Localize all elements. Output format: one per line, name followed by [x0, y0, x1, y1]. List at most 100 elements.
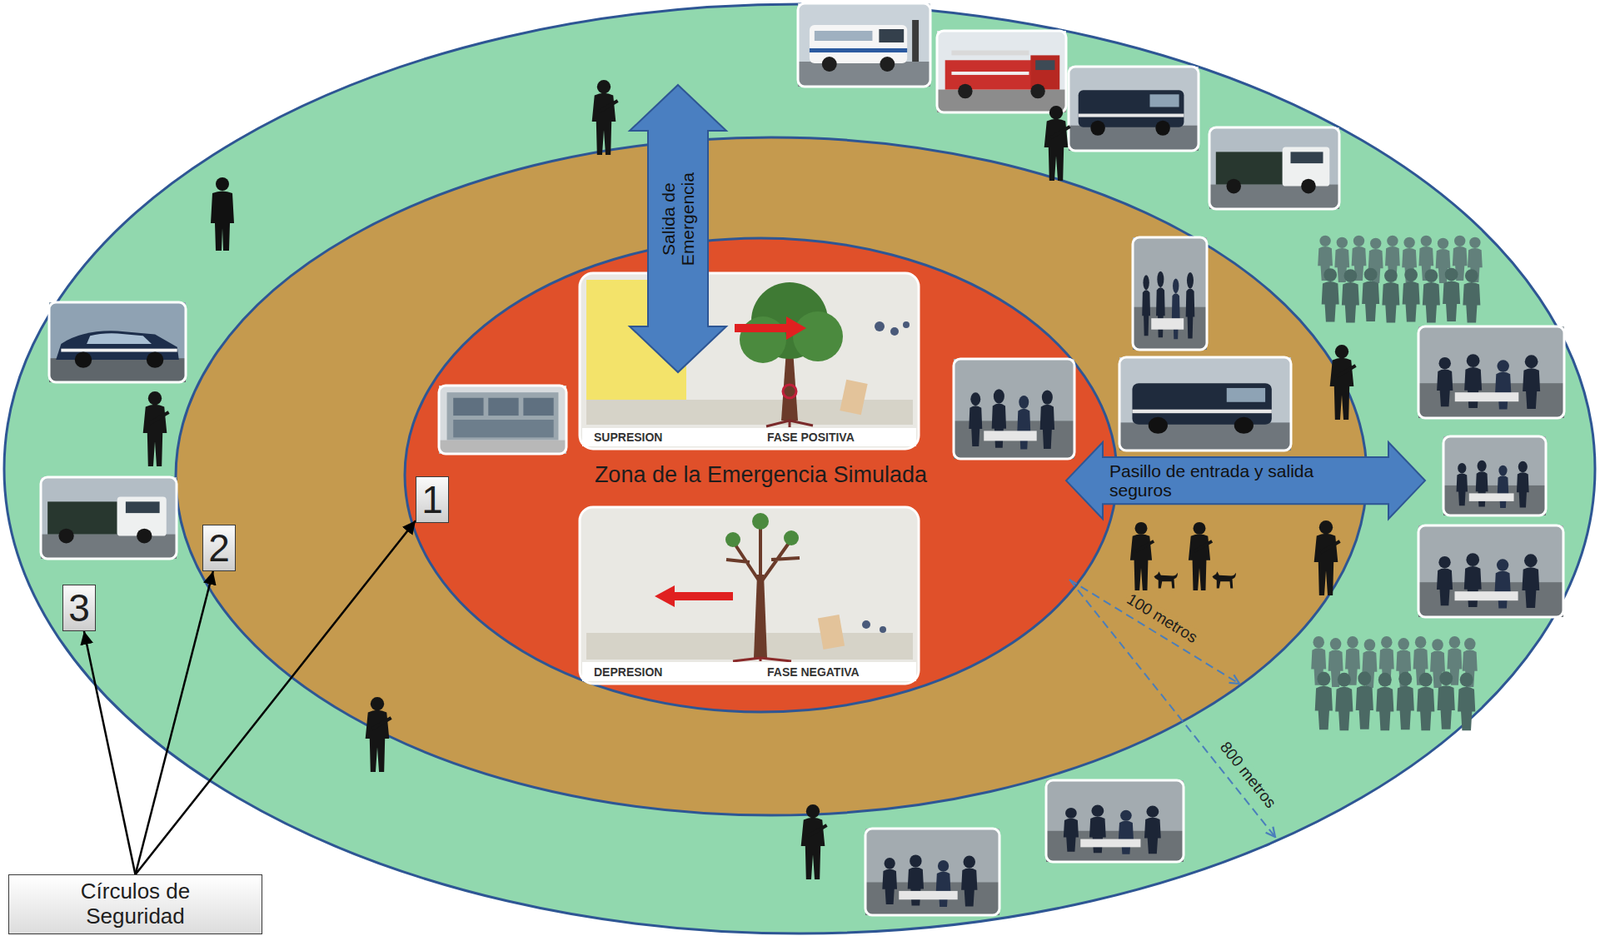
exit-arrow: Salida de Emergencia	[629, 84, 727, 373]
guard-figure	[1314, 520, 1341, 596]
fire-truck-photo	[937, 30, 1067, 113]
distance-label: 100 metros	[1121, 588, 1202, 648]
dimension-line	[1069, 579, 1276, 838]
connector-arrow	[135, 571, 214, 875]
k9-guard-figure	[1188, 522, 1213, 591]
middle-ring	[175, 137, 1367, 816]
photo-frame	[1132, 237, 1207, 350]
vehicle-photo	[1209, 127, 1340, 210]
callout-box: 3	[62, 584, 96, 632]
outer-ring	[4, 4, 1596, 934]
photo-frame	[1443, 436, 1546, 516]
tree-roots	[732, 657, 792, 662]
guard-figure	[365, 697, 393, 773]
photo-frame	[1119, 357, 1291, 451]
dimension-line	[1069, 579, 1240, 684]
k9-dog-figure	[1212, 571, 1237, 589]
scene-photo	[865, 828, 1000, 916]
callout-box: 2	[202, 524, 236, 572]
vehicle-photo	[49, 302, 186, 383]
positive-phase-image	[579, 273, 919, 449]
distance-label: 800 metros	[1214, 737, 1281, 814]
ambulance-photo	[797, 3, 931, 87]
team-photo	[1418, 326, 1565, 419]
scene-photo	[1119, 357, 1291, 451]
double-arrow-shape	[1066, 442, 1426, 519]
guard-figure	[801, 804, 828, 880]
building-photo	[438, 385, 567, 454]
photo-frame	[937, 30, 1067, 113]
image-caption: SUPRESION	[593, 430, 663, 445]
vehicle-photo	[797, 3, 931, 87]
police-scene-photo	[1119, 357, 1291, 451]
k9-dog-figure	[1154, 571, 1179, 589]
scene-photo	[1418, 525, 1564, 618]
callout-number: 2	[208, 527, 230, 570]
zone-ellipse-shape	[404, 238, 1117, 713]
guard-figure	[1330, 344, 1357, 420]
victim-photo	[953, 358, 1075, 459]
callout-number: 3	[68, 587, 90, 630]
caption-strip	[582, 428, 917, 447]
photo-frame	[865, 828, 1000, 916]
tree-canopy	[792, 311, 843, 362]
double-arrow-shape	[629, 84, 727, 373]
armored-truck-photo	[40, 477, 177, 559]
scene-photo	[1132, 237, 1207, 350]
arrow-label: Salida de Emergencia	[658, 157, 698, 283]
red-arrow	[674, 592, 733, 601]
ground-band	[586, 399, 913, 425]
photo-frame	[953, 358, 1075, 459]
public-photo	[865, 828, 1000, 916]
tree-canopy	[739, 316, 787, 364]
tree-leaves	[783, 530, 799, 546]
corridor-arrow: Pasillo de entrada y salida seguros	[1066, 442, 1426, 519]
document	[817, 614, 845, 650]
callout-box: 1	[415, 476, 449, 524]
patrol-car-photo	[49, 302, 186, 383]
rescue-truck-photo	[1209, 127, 1340, 210]
box-label: Círculos de Seguridad	[44, 879, 228, 930]
tree-leaves	[752, 513, 769, 530]
vehicle-photo	[1068, 66, 1199, 151]
debris	[874, 321, 885, 332]
tree-roots	[766, 420, 813, 428]
press-photo	[1046, 780, 1184, 863]
red-arrow	[786, 316, 807, 340]
scene-photo	[953, 358, 1075, 459]
connector-arrow	[84, 631, 136, 875]
debris	[862, 620, 871, 629]
image-caption: FASE NEGATIVA	[767, 665, 860, 680]
rescue-photo	[1132, 237, 1207, 350]
photo-frame	[1046, 780, 1184, 863]
connector-arrow	[135, 520, 417, 875]
debris	[879, 626, 887, 634]
zone-title: Zona de la Emergencia Simulada	[594, 462, 928, 489]
debris	[890, 327, 899, 336]
caption-strip	[582, 662, 917, 682]
tree-trunk	[753, 574, 768, 658]
team-photo	[1443, 436, 1546, 516]
ground-band	[586, 633, 913, 660]
scene-photo	[1046, 780, 1184, 863]
tree-leaves	[725, 532, 741, 548]
arrow-label: Pasillo de entrada y salida seguros	[1109, 461, 1318, 500]
vehicle-photo	[40, 477, 177, 559]
photo-frame	[797, 3, 931, 87]
photo-frame	[1068, 66, 1199, 151]
photo-frame	[1209, 127, 1340, 210]
scene-photo	[438, 385, 567, 454]
image-frame	[579, 273, 919, 449]
guard-figure	[1044, 105, 1072, 181]
callout-number: 1	[421, 478, 444, 522]
tree-trunk	[781, 349, 798, 421]
negative-phase-image	[579, 507, 919, 684]
image-frame	[579, 507, 919, 684]
crowd-silhouette	[1317, 235, 1483, 324]
official-figure	[210, 177, 235, 251]
red-arrow	[654, 585, 675, 608]
photo-frame	[40, 477, 177, 559]
k9-guard-figure	[1130, 522, 1155, 591]
team-photo	[1418, 525, 1564, 618]
